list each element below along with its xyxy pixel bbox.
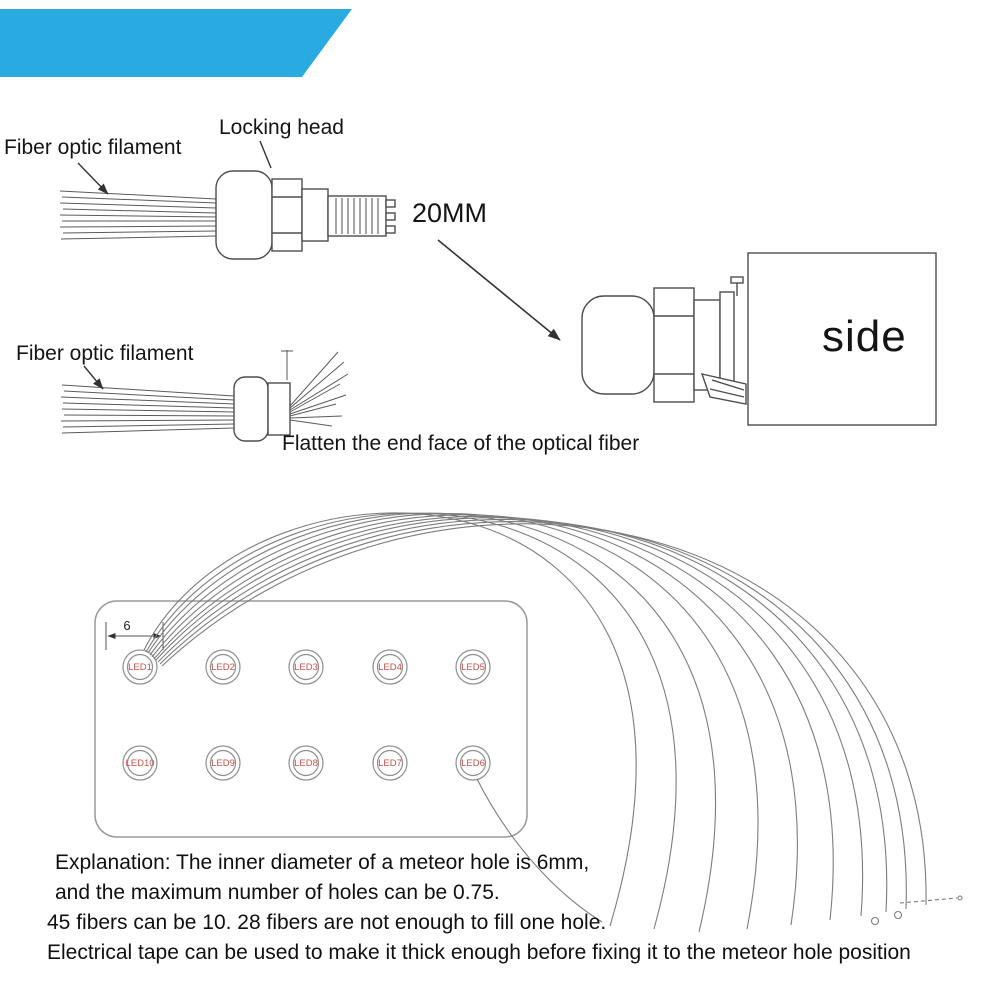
explanation-line-1: Explanation: The inner diameter of a met…: [55, 851, 590, 874]
explanation-line-3: 45 fibers can be 10. 28 fibers are not e…: [47, 911, 607, 934]
flatten-caption: Flatten the end face of the optical fibe…: [282, 432, 640, 455]
panel-dimension: [105, 622, 164, 650]
led6-leader-line: [476, 778, 603, 923]
dimension-20mm-label: 20MM: [412, 198, 488, 228]
led-label: LED8: [294, 758, 318, 769]
banner-shape: [0, 9, 352, 77]
fiber-optic-filament-label-top: Fiber optic filament: [4, 136, 182, 159]
size-arrow-20mm: [437, 239, 561, 341]
locking-head-label: Locking head: [219, 116, 344, 139]
explanation-line-4: Electrical tape can be used to make it t…: [47, 941, 911, 964]
led-label: LED1: [128, 662, 152, 673]
fiber-cable-top-drawing: [59, 190, 217, 240]
side-label: side: [822, 312, 907, 361]
led-panel-drawing: 6 LED1 LED2 LED3 LED4 LED5 LED10: [94, 600, 528, 838]
mid-connector-drawing: [233, 376, 291, 442]
panel-dimension-label: 6: [123, 618, 130, 633]
led-label: LED3: [294, 662, 318, 673]
led-panel-outline: [94, 600, 528, 838]
led-label: LED9: [211, 758, 235, 769]
led-label: LED4: [378, 662, 402, 673]
led-label: LED10: [125, 758, 154, 769]
led-label: LED7: [378, 758, 402, 769]
fiber-curves: [143, 512, 963, 933]
led-labels: LED1 LED2 LED3 LED4 LED5 LED10 LED9 LED8…: [125, 662, 484, 769]
fiber-optic-filament-label-mid: Fiber optic filament: [16, 342, 194, 365]
wedge-detail: [700, 373, 747, 405]
fiber-end-node: [893, 910, 903, 920]
fiber-end-dashed-line: [899, 897, 958, 904]
enclosure-box: [747, 252, 937, 426]
led-label: LED5: [461, 662, 485, 673]
side-view-drawing: [581, 252, 937, 426]
locking-head-drawing: [215, 170, 396, 260]
spread-fibers-drawing: [281, 350, 349, 427]
led-label: LED6: [461, 758, 485, 769]
fiber-cable-mid-drawing: [60, 384, 235, 434]
label-arrows-top: [77, 140, 272, 195]
fiber-end-node: [957, 895, 963, 901]
explanation-line-2: and the maximum number of holes can be 0…: [55, 881, 500, 904]
led-circles: [122, 649, 491, 781]
fiber-end-node: [870, 916, 880, 926]
label-arrow-mid: [83, 365, 104, 390]
led-label: LED2: [211, 662, 235, 673]
